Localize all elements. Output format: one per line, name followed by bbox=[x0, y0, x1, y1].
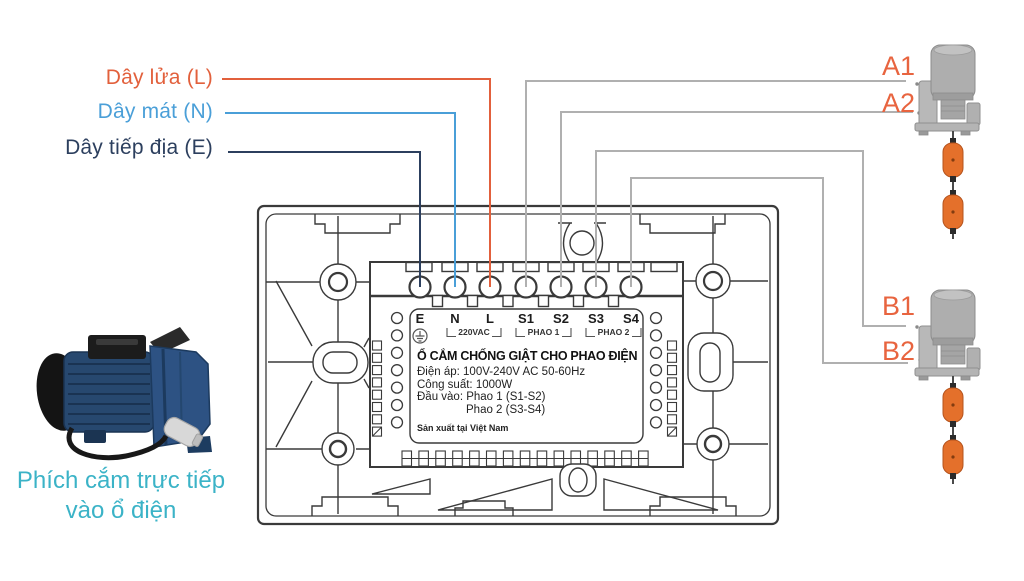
pump-caption-line2: vào ổ điện bbox=[65, 497, 177, 524]
float-label-b2: B2 bbox=[882, 336, 916, 366]
wire-label-neutral: Dây mát (N) bbox=[97, 100, 213, 123]
info-panel-outline bbox=[409, 308, 644, 444]
float-label-a2: A2 bbox=[882, 88, 916, 118]
terminal-block bbox=[369, 261, 684, 468]
float-switch-a bbox=[914, 44, 981, 240]
spec-input-phao2: Phao 2 (S3-S4) bbox=[466, 403, 546, 416]
group-label-phao2: PHAO 2 bbox=[597, 327, 630, 337]
wire-label-live: Dây lửa (L) bbox=[105, 66, 213, 89]
wire-s4 bbox=[630, 177, 908, 364]
terminal-label-l: L bbox=[486, 311, 494, 326]
water-pump-photo bbox=[36, 327, 212, 461]
earth-icon bbox=[412, 328, 428, 344]
terminal-label-e: E bbox=[415, 311, 425, 326]
group-bracket-marks bbox=[446, 328, 642, 338]
made-in-label: Sản xuất tại Việt Nam bbox=[417, 423, 509, 433]
terminal-label-s1: S1 bbox=[518, 311, 534, 326]
wire-s3 bbox=[595, 150, 906, 327]
device-title: Ổ CẮM CHỐNG GIẬT CHO PHAO ĐIỆN bbox=[417, 349, 638, 363]
wire-earth bbox=[228, 151, 421, 287]
spec-input-phao1: Đầu vào: Phao 1 (S1-S2) bbox=[417, 391, 546, 403]
terminal-label-n: N bbox=[450, 311, 460, 326]
group-label-220vac: 220VAC bbox=[458, 327, 490, 337]
wire-s1 bbox=[525, 80, 906, 287]
wire-s2 bbox=[560, 111, 913, 287]
float-label-b1: B1 bbox=[882, 291, 916, 321]
wire-live bbox=[222, 78, 491, 287]
spec-voltage: Điện áp: 100V-240V AC 50-60Hz bbox=[417, 366, 586, 378]
float-switch-b bbox=[914, 289, 981, 485]
terminal-label-s4: S4 bbox=[623, 311, 639, 326]
group-label-phao1: PHAO 1 bbox=[527, 327, 560, 337]
terminal-label-s3: S3 bbox=[588, 311, 604, 326]
wire-neutral bbox=[225, 112, 456, 287]
float-label-a1: A1 bbox=[882, 51, 916, 81]
wire-label-earth: Dây tiếp địa (E) bbox=[65, 136, 213, 159]
pump-caption-line1: Phích cắm trực tiếp bbox=[16, 467, 226, 494]
spec-power: Công suất: 1000W bbox=[417, 378, 513, 391]
power-plug bbox=[163, 416, 204, 448]
terminal-label-s2: S2 bbox=[553, 311, 569, 326]
bottom-oval-slot bbox=[559, 463, 597, 497]
